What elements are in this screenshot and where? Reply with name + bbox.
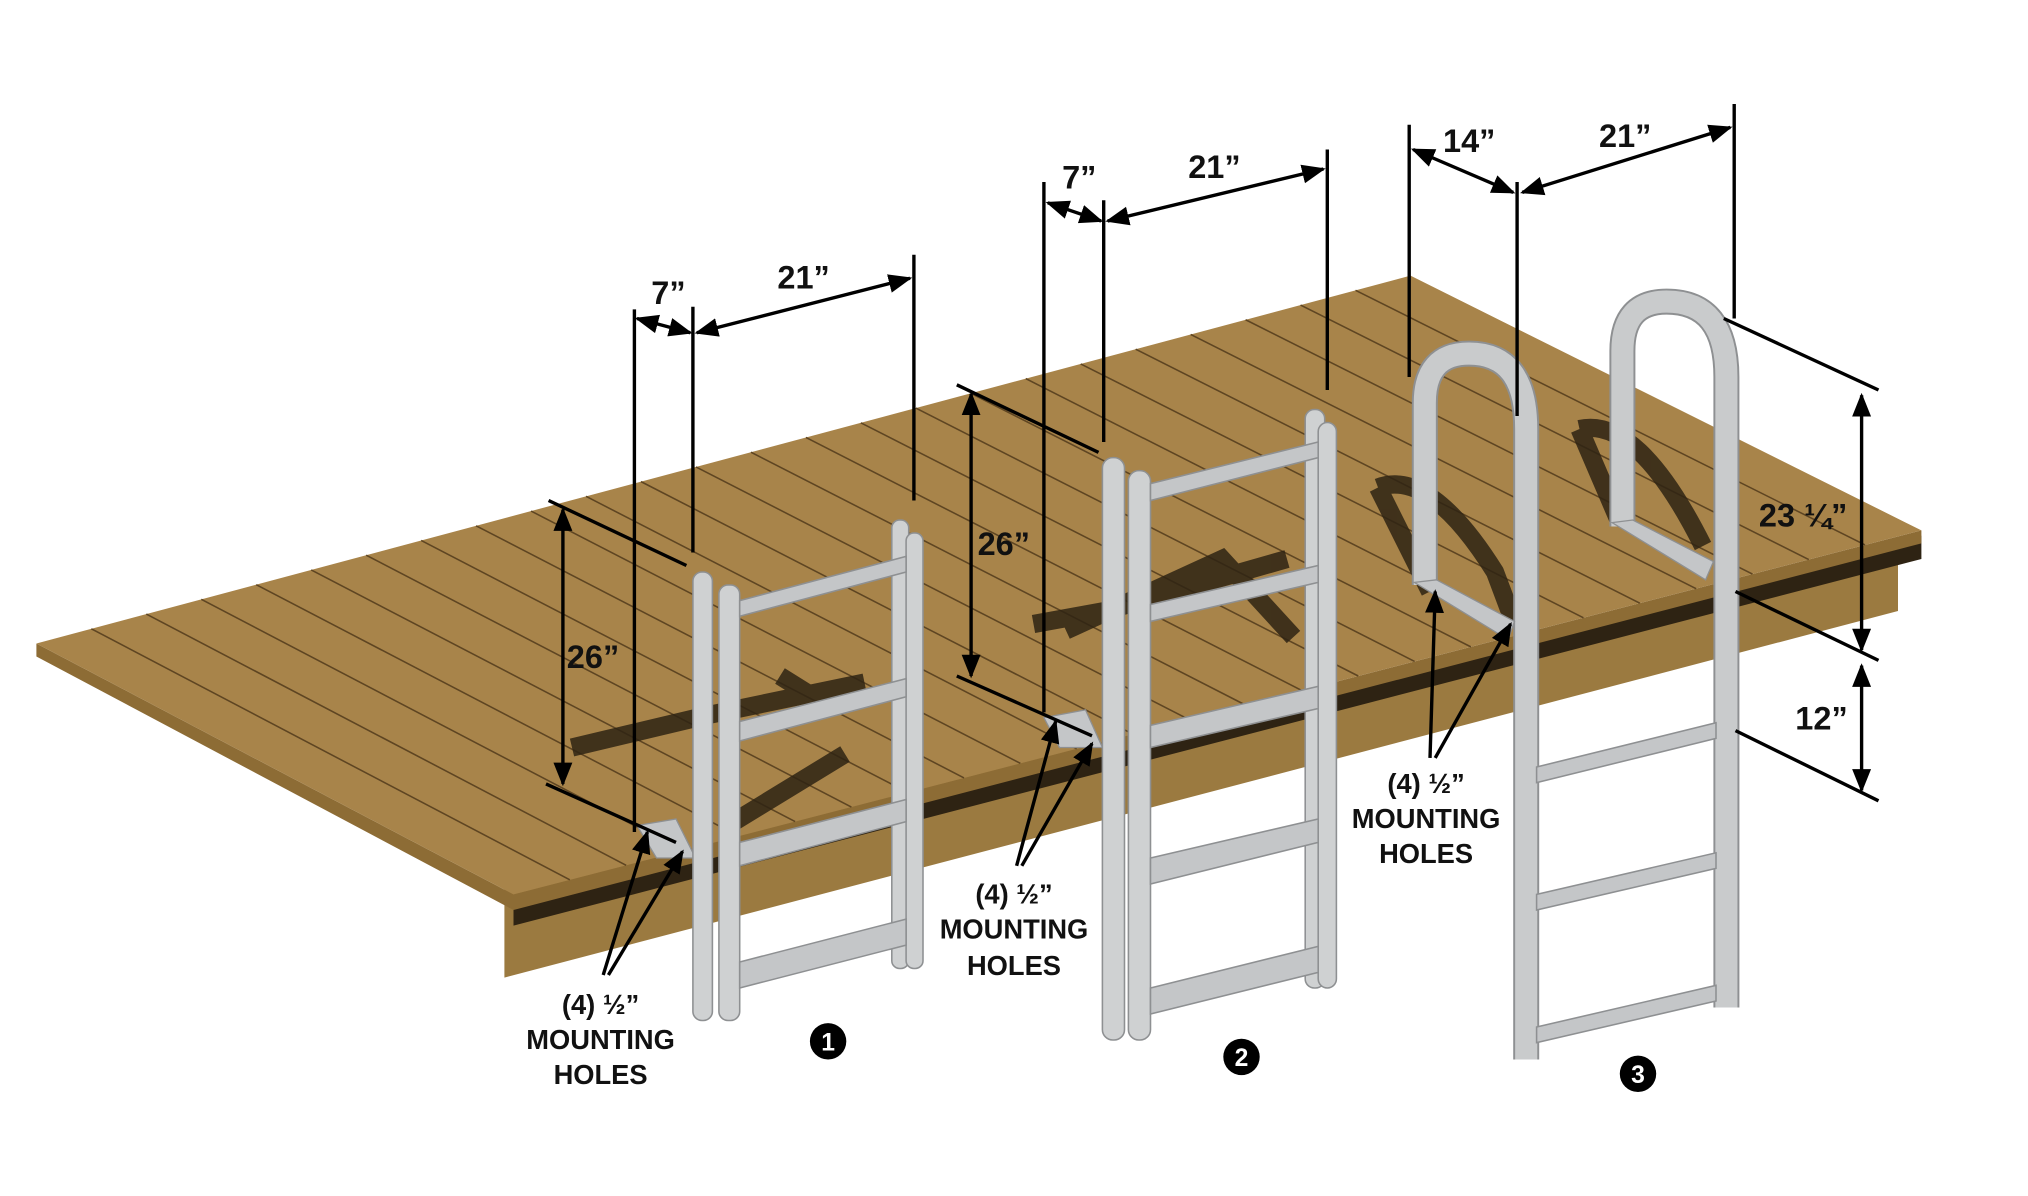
- ladder-post: [1101, 456, 1126, 1041]
- ladder-rung: [1535, 721, 1717, 784]
- plank-seam: [420, 539, 909, 794]
- ladder-1-width-label: 21”: [777, 260, 829, 296]
- ladder-3-offset-label: 14”: [1443, 123, 1495, 159]
- ladder-1-offset-label: 7”: [651, 275, 685, 311]
- plank-seam: [1245, 319, 1753, 575]
- plank-seam: [585, 495, 1078, 750]
- mounting-bracket: [1610, 519, 1715, 581]
- plank-seam: [145, 613, 627, 866]
- ladder-3: [1411, 288, 1740, 1060]
- plank-seam: [365, 554, 852, 808]
- note-line: HOLES: [554, 1059, 648, 1090]
- handrail-arch: [1413, 342, 1538, 1060]
- ladder-2-offset-label: 7”: [1062, 160, 1096, 196]
- note-line: HOLES: [1379, 838, 1473, 869]
- note-line: HOLES: [967, 950, 1061, 981]
- ladder-rung: [738, 918, 907, 990]
- plank-seam: [310, 569, 796, 823]
- note-line: (4) ½”: [1387, 768, 1464, 799]
- dimension-labels: 7” 21” 26” 7” 21” 26” 14” 21” 23 ¼” 12”: [567, 118, 1848, 736]
- ladder-rung: [1535, 851, 1717, 911]
- ladder-number-1: 1: [809, 1023, 847, 1060]
- ladder-rung: [1149, 945, 1319, 1015]
- ladder-rung: [1535, 984, 1717, 1044]
- ladder-post: [905, 532, 924, 970]
- ladder-rung: [738, 555, 907, 618]
- mounting-hole-note-3: (4) ½” MOUNTING HOLES: [1352, 768, 1501, 869]
- ladder-rung: [1149, 564, 1319, 623]
- mounting-hole-note-1: (4) ½” MOUNTING HOLES: [526, 989, 675, 1090]
- plank-seam: [750, 451, 1246, 706]
- ladder-post: [718, 584, 741, 1022]
- note-line: MOUNTING: [526, 1024, 675, 1055]
- ladder-2: [1042, 408, 1338, 1041]
- note-line: (4) ½”: [562, 989, 639, 1020]
- plank-seam: [530, 510, 1021, 765]
- ladder-3-height-label: 23 ¼”: [1759, 498, 1848, 534]
- svg-text:2: 2: [1235, 1045, 1249, 1072]
- plank-seam: [1190, 333, 1697, 590]
- note-line: MOUNTING: [1352, 803, 1501, 834]
- ladder-3-width-label: 21”: [1599, 118, 1651, 154]
- plank-seam: [255, 583, 740, 837]
- ladder-post: [1317, 421, 1338, 989]
- ladder-3-drop-label: 12”: [1795, 700, 1847, 736]
- dimension-lines: [545, 104, 1880, 976]
- ladder-post: [1127, 469, 1152, 1041]
- ladder-2-width-label: 21”: [1188, 149, 1240, 185]
- ladder-rung: [738, 677, 907, 743]
- plank-seam: [640, 480, 1134, 735]
- plank-seam: [91, 628, 571, 881]
- ladder-post: [692, 571, 714, 1022]
- svg-text:3: 3: [1631, 1062, 1645, 1089]
- ladder-number-3: 3: [1619, 1055, 1657, 1092]
- ladder-rung: [1149, 441, 1319, 502]
- plank-seam: [805, 436, 1303, 692]
- ladder-1: [635, 519, 924, 1022]
- note-line: (4) ½”: [975, 879, 1052, 910]
- ladder-1-height-label: 26”: [567, 639, 619, 675]
- handrail-arch: [1611, 290, 1738, 1008]
- ladder-rung: [738, 798, 907, 867]
- svg-text:1: 1: [821, 1029, 835, 1056]
- plank-seam: [970, 392, 1472, 648]
- ladder-rung: [1149, 685, 1319, 749]
- mounting-hole-note-2: (4) ½” MOUNTING HOLES: [940, 879, 1089, 981]
- ladder-rung: [1149, 818, 1319, 885]
- ladder-2-height-label: 26”: [978, 526, 1030, 562]
- note-line: MOUNTING: [940, 914, 1089, 945]
- ladder-number-2: 2: [1223, 1038, 1260, 1076]
